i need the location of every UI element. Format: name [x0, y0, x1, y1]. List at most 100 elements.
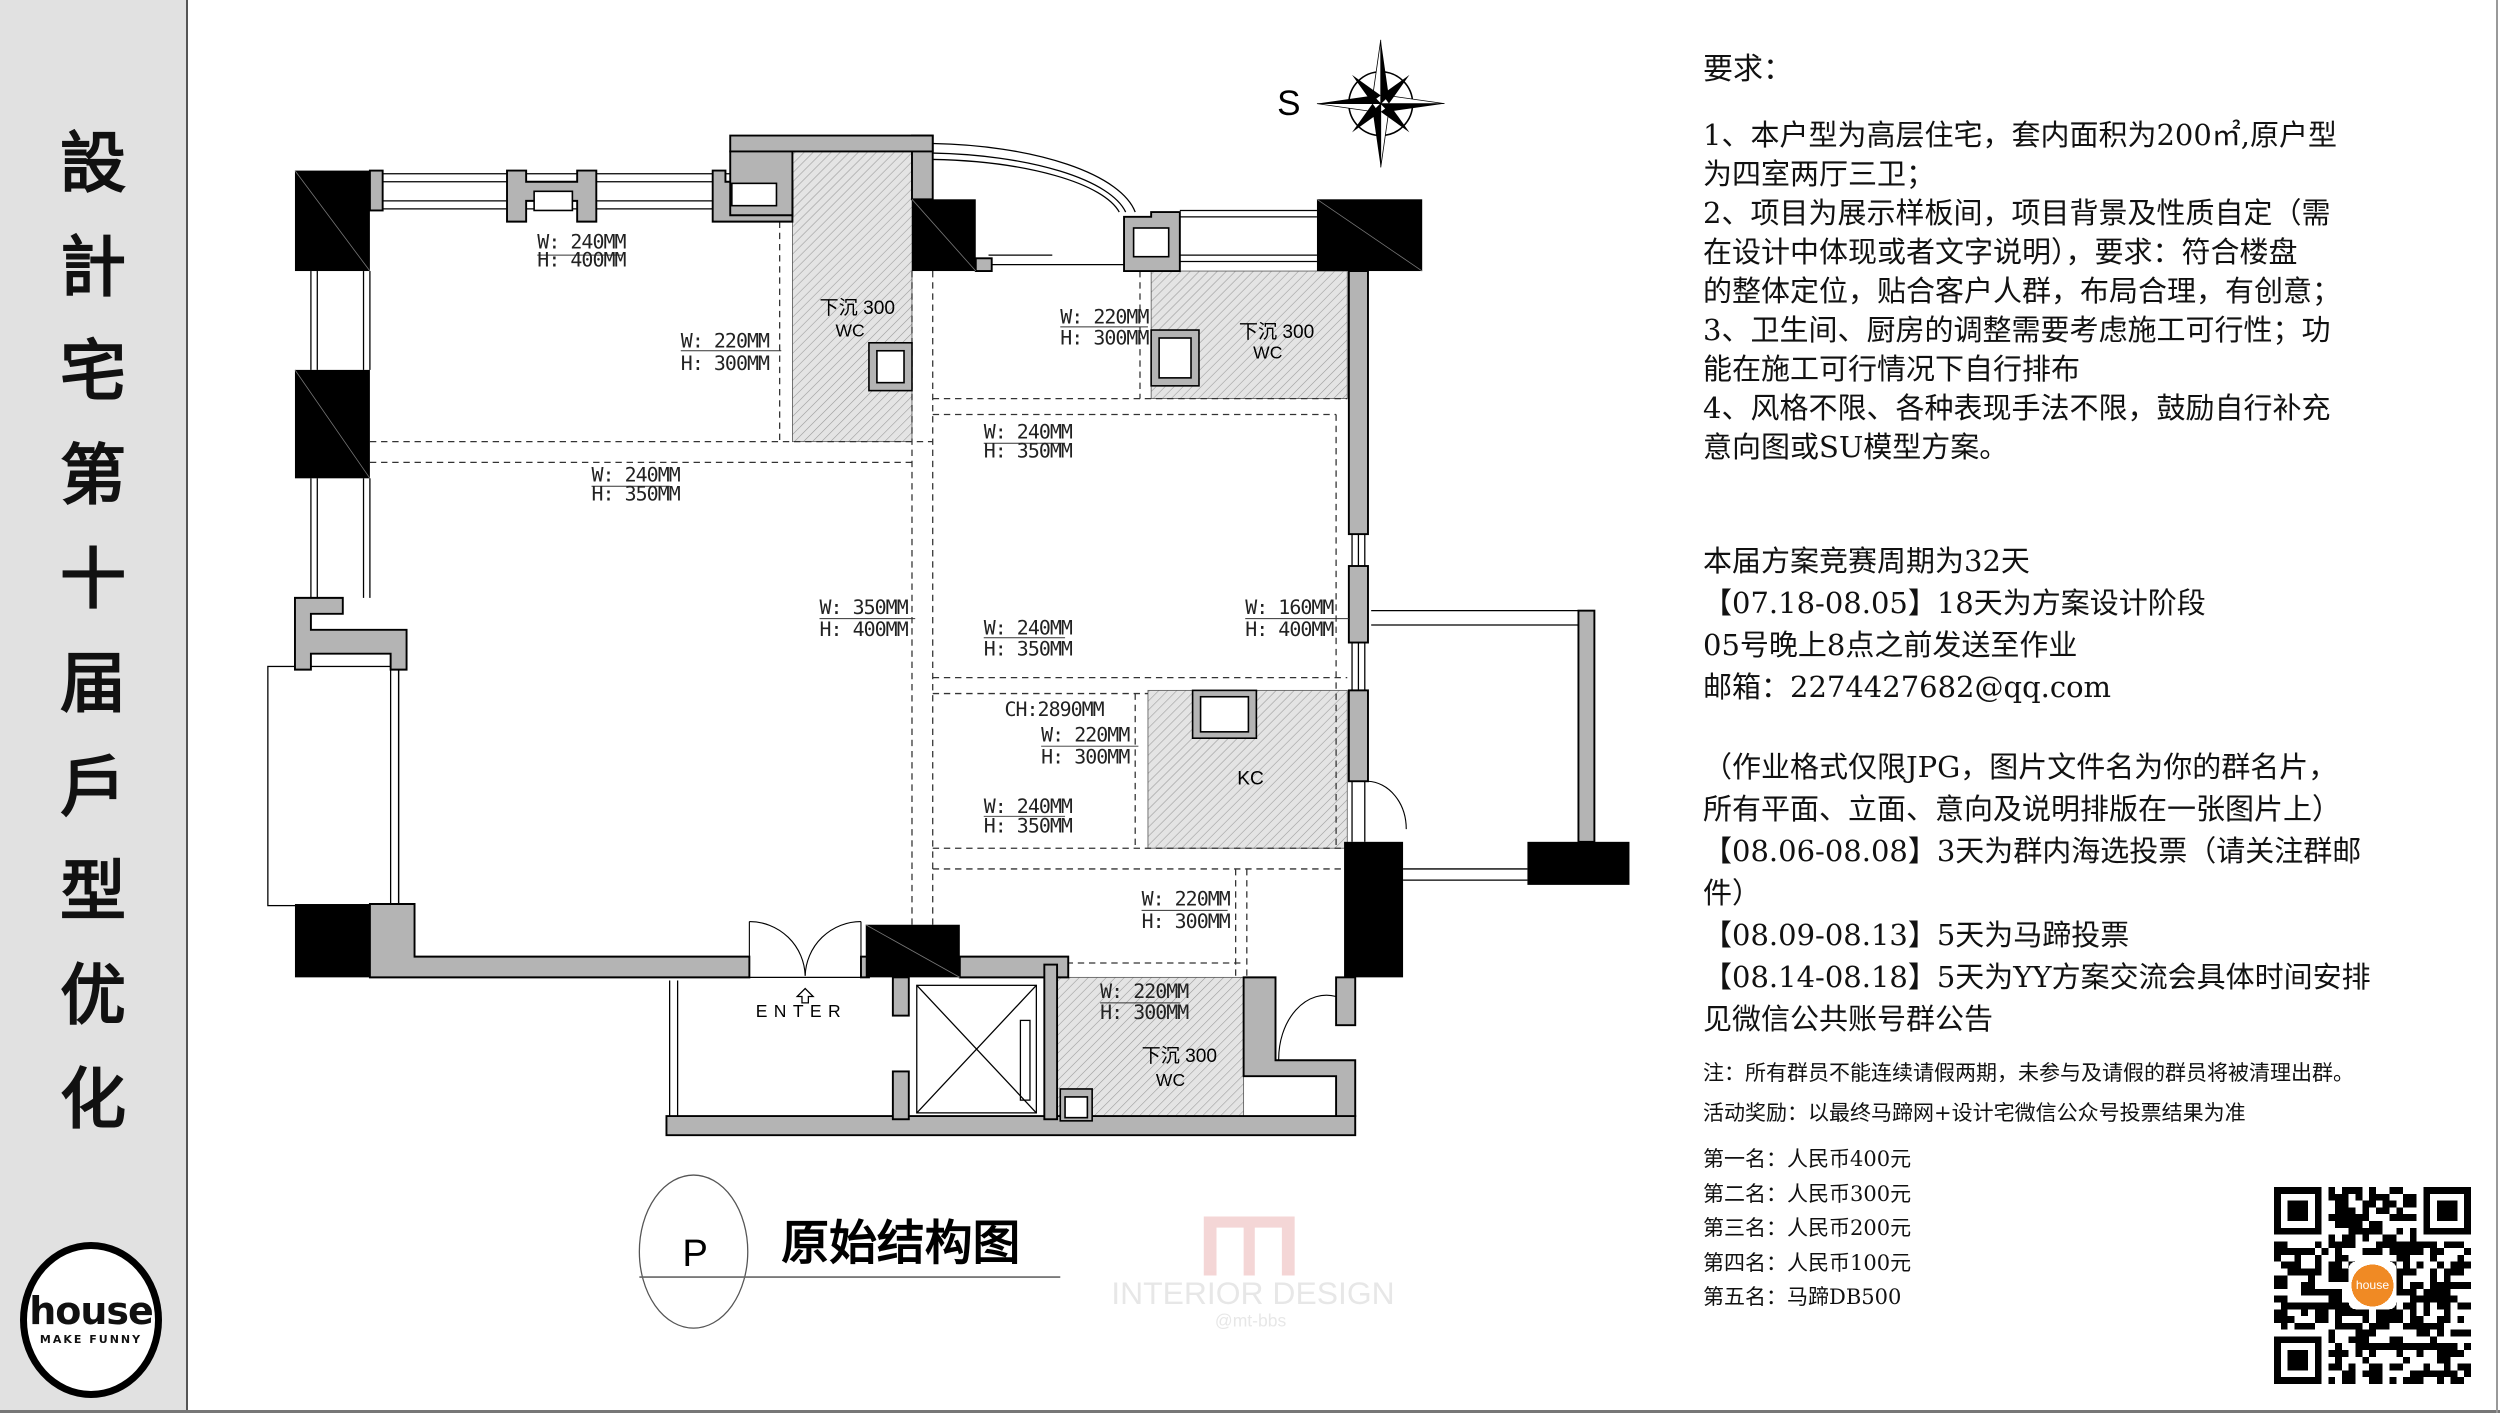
qr-code[interactable]: house	[2271, 1187, 2474, 1384]
title-char: 戶	[60, 749, 126, 826]
window-left	[267, 271, 400, 907]
prize-list: 第一名：人民币400元 第二名：人民币300元 第三名：人民币200元 第四名：…	[1703, 1142, 1911, 1315]
svg-text:W: 220MM: W: 220MM	[1142, 888, 1231, 911]
notes: 注：所有群员不能连续请假两期，未参与及请假的群员将被清理出群。 活动奖励：以最终…	[1703, 1053, 2354, 1133]
requirement-line: 的整体定位，贴合客户人群，布局合理，有创意；	[1703, 274, 2342, 308]
schedule-line: 【08.06-08.08】3天为群内海选投票（请关注群邮	[1703, 834, 2362, 868]
title-char: 設	[60, 125, 126, 202]
svg-text:H: 400MM: H: 400MM	[1245, 618, 1334, 641]
svg-text:INTERIOR DESIGN: INTERIOR DESIGN	[1111, 1275, 1394, 1311]
svg-text:W: 240MM: W: 240MM	[984, 420, 1073, 443]
schedule-email: 邮箱：2274427682@qq.com	[1703, 670, 2112, 704]
window-bottom	[669, 976, 861, 1117]
prize-item: 第一名：人民币400元	[1703, 1147, 1912, 1171]
compass-label: S	[1277, 84, 1300, 123]
schedule-line: 所有平面、立面、意向及说明排版在一张图片上）	[1703, 792, 2342, 826]
entry-door[interactable]	[748, 780, 1407, 1061]
enter-label: ENTER	[756, 1001, 847, 1021]
requirements-list: 1、本户型为高层住宅，套内面积为200㎡,原户型 为四室两厅三卫； 2、项目为展…	[1703, 116, 2341, 467]
svg-text:W: 240MM: W: 240MM	[984, 617, 1073, 640]
vertical-title: 設 計 宅 第 十 届 戶 型 优 化	[0, 112, 186, 1152]
requirements-heading: 要求：	[1703, 52, 1793, 87]
sidebar: 設 計 宅 第 十 届 戶 型 优 化 house MAKE FUNNY	[0, 0, 188, 1410]
note-line: 注：所有群员不能连续请假两期，未参与及请假的群员将被清理出群。	[1703, 1061, 2354, 1085]
kitchen-label: KC	[1237, 768, 1264, 789]
svg-text:H: 300MM: H: 300MM	[1142, 910, 1231, 933]
schedule-line: 见微信公共账号群公告	[1703, 1002, 1994, 1036]
svg-text:下沉 300: 下沉 300	[1239, 321, 1314, 343]
qr-logo-text: house	[2356, 1278, 2389, 1292]
svg-text:H: 300MM: H: 300MM	[681, 352, 770, 375]
svg-text:W: 160MM: W: 160MM	[1245, 596, 1334, 619]
qr-logo-icon	[2351, 1264, 2394, 1307]
wc-label: 下沉 300 WC	[1239, 321, 1314, 363]
prize-item: 第四名：人民币100元	[1703, 1250, 1912, 1275]
drawing-symbol: P	[682, 1232, 708, 1275]
svg-text:WC: WC	[1156, 1070, 1185, 1090]
note-line: 活动奖励：以最终马蹄网+设计宅微信公众号投票结果为准	[1703, 1101, 2246, 1125]
watermark: INTERIOR DESIGN @mt-bbs	[1111, 1216, 1395, 1331]
elevator	[916, 984, 1037, 1114]
svg-text:H: 350MM: H: 350MM	[592, 483, 681, 506]
svg-text:W: 220MM: W: 220MM	[1060, 306, 1149, 329]
qr-finder-pattern	[2287, 1200, 2308, 1221]
prize-item: 第五名：马蹄DB500	[1703, 1285, 1902, 1309]
walls	[294, 134, 1596, 1137]
title-char: 化	[60, 1061, 126, 1138]
schedule-block-b: （作业格式仅限JPG，图片文件名为你的群名片， 所有平面、立面、意向及说明排版在…	[1703, 746, 2371, 1040]
schedule-line: （作业格式仅限JPG，图片文件名为你的群名片，	[1703, 750, 2338, 784]
svg-text:@mt-bbs: @mt-bbs	[1215, 1311, 1287, 1331]
schedule-line: 05号晚上8点之前发送至作业	[1703, 628, 2078, 662]
title-char: 十	[60, 541, 126, 618]
svg-text:WC: WC	[1253, 343, 1282, 363]
svg-text:W: 220MM: W: 220MM	[1041, 723, 1130, 746]
svg-text:W: 220MM: W: 220MM	[1100, 980, 1189, 1003]
requirement-line: 2、项目为展示样板间，项目背景及性质自定（需	[1703, 196, 2331, 230]
requirement-line: 能在施工可行情况下自行排布	[1703, 352, 2081, 386]
svg-text:WC: WC	[835, 320, 864, 340]
svg-text:W: 220MM: W: 220MM	[681, 330, 770, 353]
beam-lines	[369, 210, 1348, 978]
logo-main: house	[29, 1289, 154, 1333]
title-char: 届	[60, 645, 126, 722]
structural-columns	[294, 170, 1630, 978]
wc-label: 下沉 300 WC	[1142, 1045, 1217, 1090]
svg-text:H: 300MM: H: 300MM	[1100, 1001, 1189, 1024]
schedule-line: 【07.18-08.05】18天为方案设计阶段	[1703, 586, 2206, 620]
qr-finder-pattern	[2437, 1200, 2458, 1221]
svg-text:H: 350MM: H: 350MM	[984, 814, 1073, 837]
house-logo: house MAKE FUNNY	[20, 1242, 162, 1398]
wc-label: 下沉 300 WC	[820, 297, 895, 340]
requirement-line: 意向图或SU模型方案。	[1703, 430, 2009, 464]
prize-item: 第二名：人民币300元	[1703, 1181, 1912, 1206]
title-char: 宅	[60, 333, 126, 410]
kitchen-area	[1147, 689, 1348, 849]
frame-right-border	[2496, 0, 2498, 1413]
svg-text:H: 350MM: H: 350MM	[984, 440, 1073, 463]
title-char: 第	[60, 437, 126, 514]
wc-area-1	[792, 151, 913, 443]
requirement-line: 在设计中体现或者文字说明），要求：符合楼盘	[1703, 235, 2298, 269]
compass-icon	[1316, 39, 1445, 168]
requirement-line: 3、卫生间、厨房的调整需要考虑施工可行性；功	[1703, 313, 2331, 347]
qr-finder-pattern	[2287, 1350, 2308, 1371]
schedule-line: 件）	[1703, 876, 1762, 910]
schedule-line: 本届方案竞赛周期为32天	[1703, 544, 2030, 578]
frame-bottom-border	[0, 1410, 2500, 1413]
svg-text:H: 300MM: H: 300MM	[1060, 326, 1149, 349]
svg-text:W: 240MM: W: 240MM	[984, 795, 1073, 818]
ceiling-height-label: CH:2890MM	[1004, 698, 1104, 721]
svg-text:W: 240MM: W: 240MM	[592, 464, 681, 487]
title-char: 型	[60, 853, 126, 930]
svg-text:H: 400MM: H: 400MM	[820, 618, 909, 641]
svg-text:H: 300MM: H: 300MM	[1041, 746, 1130, 769]
